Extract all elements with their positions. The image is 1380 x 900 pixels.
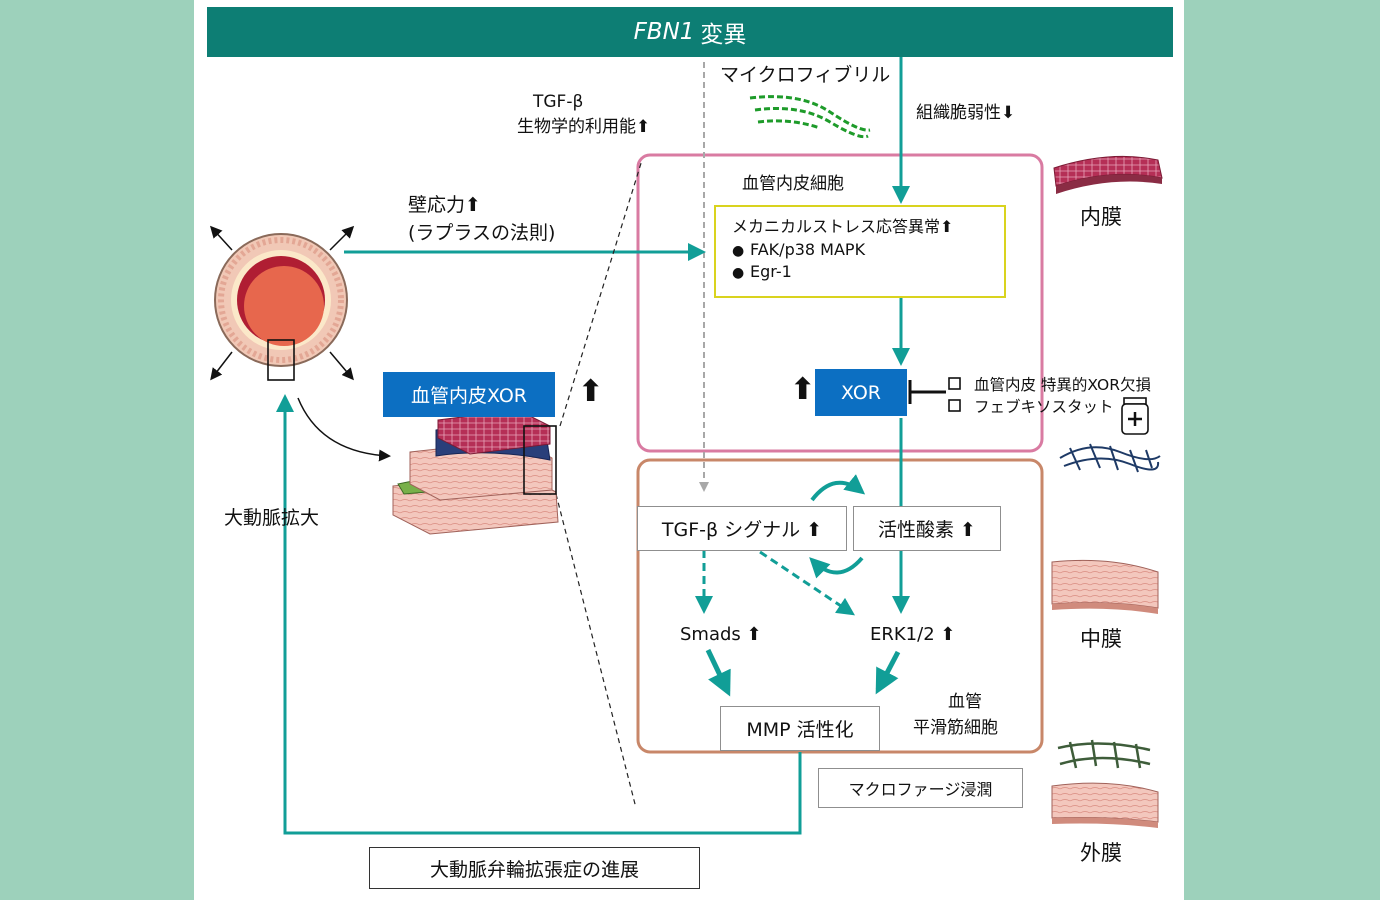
adventitia-label: 外膜 bbox=[1080, 841, 1122, 865]
aae-progression-box: 大動脈弁輪拡張症の進展 bbox=[369, 847, 700, 889]
mmp-activation-box: MMP 活性化 bbox=[720, 706, 880, 751]
aortic-dilation-label: 大動脈拡大 bbox=[224, 507, 320, 529]
endothelial-xor-knockout-label: 血管内皮 特異的XOR欠損 bbox=[974, 376, 1152, 394]
endothelial-xor-up-arrow: ⬆ bbox=[578, 374, 604, 409]
bioavailability-label: 生物学的利用能⬆ bbox=[517, 117, 651, 137]
mechano-item-fak: FAK/p38 MAPK bbox=[732, 240, 1004, 259]
aorta-cross-section-icon bbox=[214, 233, 348, 381]
medicine-bottle-icon bbox=[1121, 397, 1149, 435]
erk-label: ERK1/2 ⬆ bbox=[870, 624, 956, 645]
microfibril-icon bbox=[749, 95, 871, 139]
media-icon bbox=[1051, 559, 1159, 614]
tgfb-label: TGF-β bbox=[533, 92, 584, 112]
endothelial-xor-box: 血管内皮XOR bbox=[383, 372, 555, 417]
adventitia-icon bbox=[1051, 782, 1159, 828]
feedback-loop-arrow bbox=[276, 394, 802, 835]
ros-box: 活性酸素 ⬆ bbox=[853, 506, 1001, 551]
expansion-arrow bbox=[209, 225, 233, 251]
elastic-lamina-icon bbox=[1059, 443, 1161, 473]
expansion-arrow bbox=[210, 351, 233, 381]
intima-label: 内膜 bbox=[1080, 205, 1122, 229]
checkbox-icon bbox=[948, 399, 961, 412]
smooth-muscle-region bbox=[636, 458, 1044, 754]
cycle-arrow-top bbox=[810, 474, 866, 502]
endothelial-cell-label: 血管内皮細胞 bbox=[742, 174, 844, 194]
mechanical-stress-box: メカニカルストレス応答異常⬆ FAK/p38 MAPK Egr-1 bbox=[714, 205, 1006, 298]
laplace-law-label: (ラプラスの法則) bbox=[408, 222, 556, 244]
smooth-muscle-label-2: 平滑筋細胞 bbox=[913, 718, 998, 738]
xor-up-arrow: ⬆ bbox=[790, 372, 816, 407]
tgfb-to-erk-arrow bbox=[759, 550, 855, 616]
adventitia-green-mesh-icon bbox=[1057, 739, 1151, 769]
expansion-arrow bbox=[329, 351, 354, 381]
mechano-item-egr: Egr-1 bbox=[732, 262, 1004, 281]
wall-stress-label: 壁応力⬆ bbox=[408, 194, 481, 216]
zoom-line-top bbox=[559, 159, 643, 427]
title-banner: FBN1 変異 bbox=[207, 7, 1173, 57]
vessel-wall-layers-icon bbox=[392, 409, 559, 535]
checkbox-icon bbox=[948, 377, 961, 390]
febuxostat-label: フェブキソスタット bbox=[974, 398, 1114, 416]
tissue-fragility-label: 組織脆弱性⬇ bbox=[916, 103, 1016, 123]
tgfb-signal-box: TGF-β シグナル ⬆ bbox=[637, 506, 847, 551]
zoom-curved-arrow bbox=[297, 397, 391, 462]
expansion-arrow bbox=[329, 225, 355, 251]
intima-icon bbox=[1053, 155, 1163, 194]
smads-label: Smads ⬆ bbox=[680, 624, 762, 645]
media-label: 中膜 bbox=[1080, 627, 1122, 651]
gene-name: FBN1 bbox=[633, 19, 695, 45]
mechanical-stress-title: メカニカルストレス応答異常⬆ bbox=[732, 217, 954, 236]
xor-box: XOR bbox=[815, 369, 907, 416]
zoom-line-bottom bbox=[555, 493, 637, 809]
smooth-muscle-label-1: 血管 bbox=[948, 692, 982, 712]
microfibril-label: マイクロフィブリル bbox=[720, 64, 891, 86]
macrophage-infiltration-box: マクロファージ浸潤 bbox=[818, 768, 1023, 808]
erk-to-mmp-arrow bbox=[875, 650, 901, 695]
cycle-arrow-bottom bbox=[809, 556, 864, 579]
title-text: 変異 bbox=[700, 22, 747, 48]
endothelial-cell-region bbox=[636, 153, 1044, 453]
smads-to-mmp-arrow bbox=[705, 648, 731, 697]
